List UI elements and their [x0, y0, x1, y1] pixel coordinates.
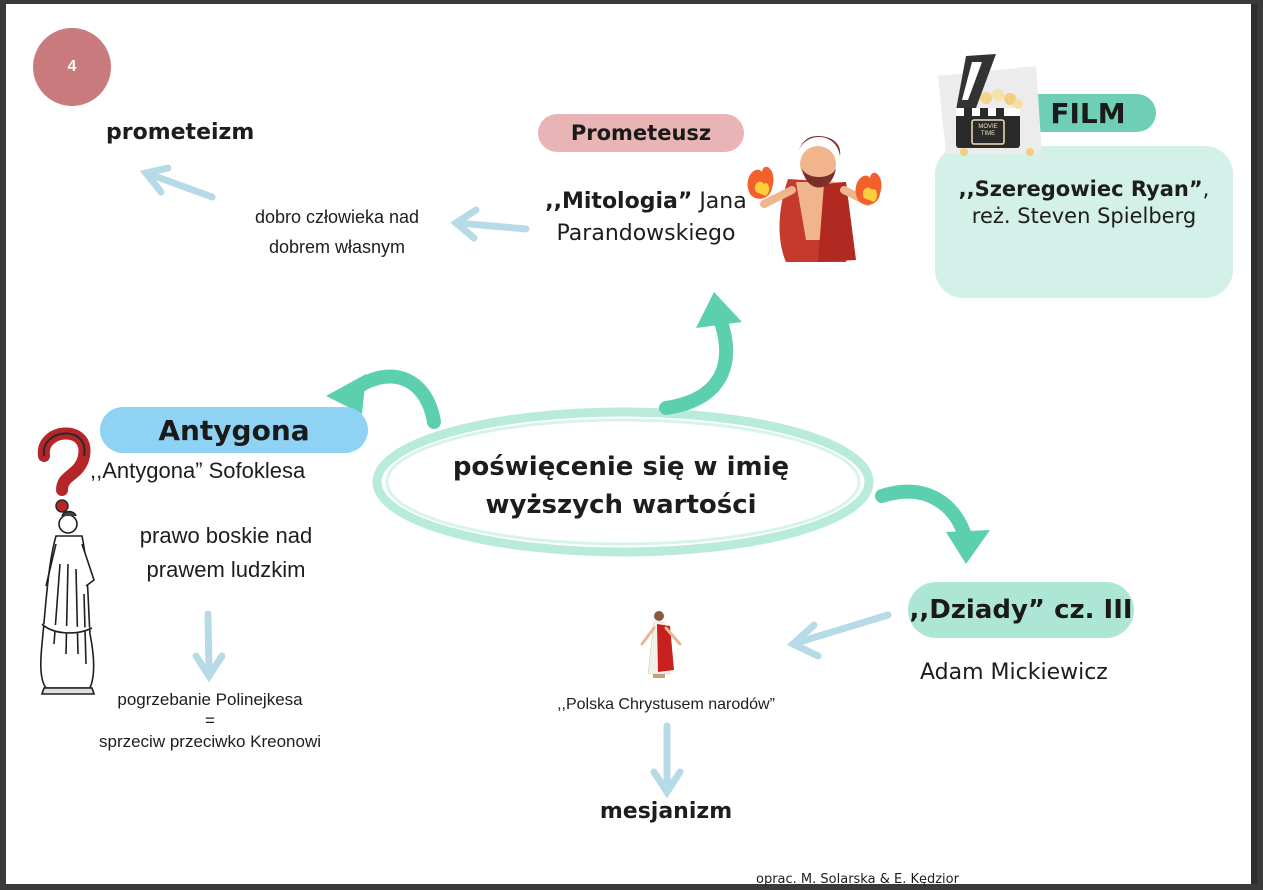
- dobro-line-1: dobro człowieka nad: [254, 207, 420, 227]
- dziady-header: ,,Dziady” cz. III: [909, 595, 1133, 625]
- film-info: ,,Szeregowiec Ryan”, reż. Steven Spielbe…: [942, 176, 1226, 230]
- prometheus-figure-icon: [747, 136, 882, 262]
- big-arrow-to-antygona: [326, 369, 441, 429]
- center-ring-inner: [385, 418, 861, 546]
- small-arrow-to-mesjanizm: [650, 722, 684, 799]
- film-title-line: ,,Szeregowiec Ryan”,: [942, 176, 1226, 203]
- film-box: [935, 146, 1233, 298]
- mitologia-title: ,,Mitologia”: [545, 189, 693, 214]
- chrystus-quote: ,,Polska Chrystusem narodów”: [557, 696, 775, 713]
- question-mark-icon: [37, 427, 91, 513]
- small-arrow-to-chrystus: [786, 611, 892, 660]
- prometeizm-label: prometeizm: [106, 120, 255, 145]
- dobro-text: dobro człowieka nad dobrem własnym: [212, 202, 462, 262]
- mitologia-source: ,,Mitologia” Jana Parandowskiego: [526, 186, 766, 250]
- clapper-icon: [938, 54, 1042, 156]
- mind-map-sheet: 4 prometeizm dobro człowieka nad dobrem …: [6, 4, 1257, 887]
- mitologia-author-1: Jana: [699, 189, 747, 214]
- prometeusz-header: Prometeusz: [570, 121, 712, 145]
- center-ring: [372, 407, 874, 557]
- dobro-line-2: dobrem własnym: [268, 237, 406, 257]
- dziady-pill: [908, 582, 1134, 638]
- center-topic-line-1: poświęcenie się w imię: [452, 452, 790, 482]
- credits: oprac. M. Solarska & E. Kędzior: [756, 872, 959, 887]
- film-title: ,,Szeregowiec Ryan”: [958, 177, 1203, 201]
- small-arrow-to-dobro: [450, 206, 530, 242]
- pogrzebanie-line-3: sprzeciw przeciwko Kreonowi: [98, 732, 322, 751]
- page-number-badge: 4: [33, 28, 111, 106]
- connector-layer: [37, 54, 1233, 799]
- film-title-comma: ,: [1202, 177, 1210, 201]
- pogrzebanie-line-1: pogrzebanie Polinejkesa: [117, 690, 303, 709]
- big-arrow-to-dziady: [875, 484, 990, 564]
- greek-statue-icon: [40, 510, 96, 695]
- christ-figure-icon: [640, 611, 682, 678]
- antygona-pill: [100, 407, 368, 453]
- prawo-line-1: prawo boskie nad: [139, 523, 313, 548]
- dziady-author: Adam Mickiewicz: [920, 660, 1108, 685]
- prawo-line-2: prawem ludzkim: [146, 557, 306, 582]
- antygona-header: Antygona: [158, 413, 310, 447]
- film-director: reż. Steven Spielberg: [971, 204, 1197, 228]
- film-header: FILM: [1050, 96, 1126, 130]
- center-topic-line-2: wyższych wartości: [485, 490, 757, 520]
- pogrzebanie-text: pogrzebanie Polinejkesa = sprzeciw przec…: [62, 687, 358, 755]
- mitologia-author-2: Parandowskiego: [556, 221, 736, 246]
- film-pill: [1020, 94, 1156, 132]
- mesjanizm-label: mesjanizm: [599, 799, 733, 824]
- small-arrow-to-pogrzebanie: [192, 610, 226, 683]
- small-arrow-to-prometeizm: [139, 164, 216, 201]
- center-topic: poświęcenie się w imię wyższych wartości: [406, 448, 836, 524]
- mitologia-line-1: ,,Mitologia” Jana: [526, 186, 766, 218]
- pogrzebanie-line-2: =: [205, 711, 215, 730]
- prometeusz-pill: [538, 114, 744, 152]
- antygona-source: ,,Antygona” Sofoklesa: [90, 458, 306, 483]
- prawo-text: prawo boskie nad prawem ludzkim: [106, 519, 346, 587]
- clapper-text: MOVIE TIME: [978, 124, 998, 137]
- big-arrow-to-prometeusz: [659, 292, 742, 415]
